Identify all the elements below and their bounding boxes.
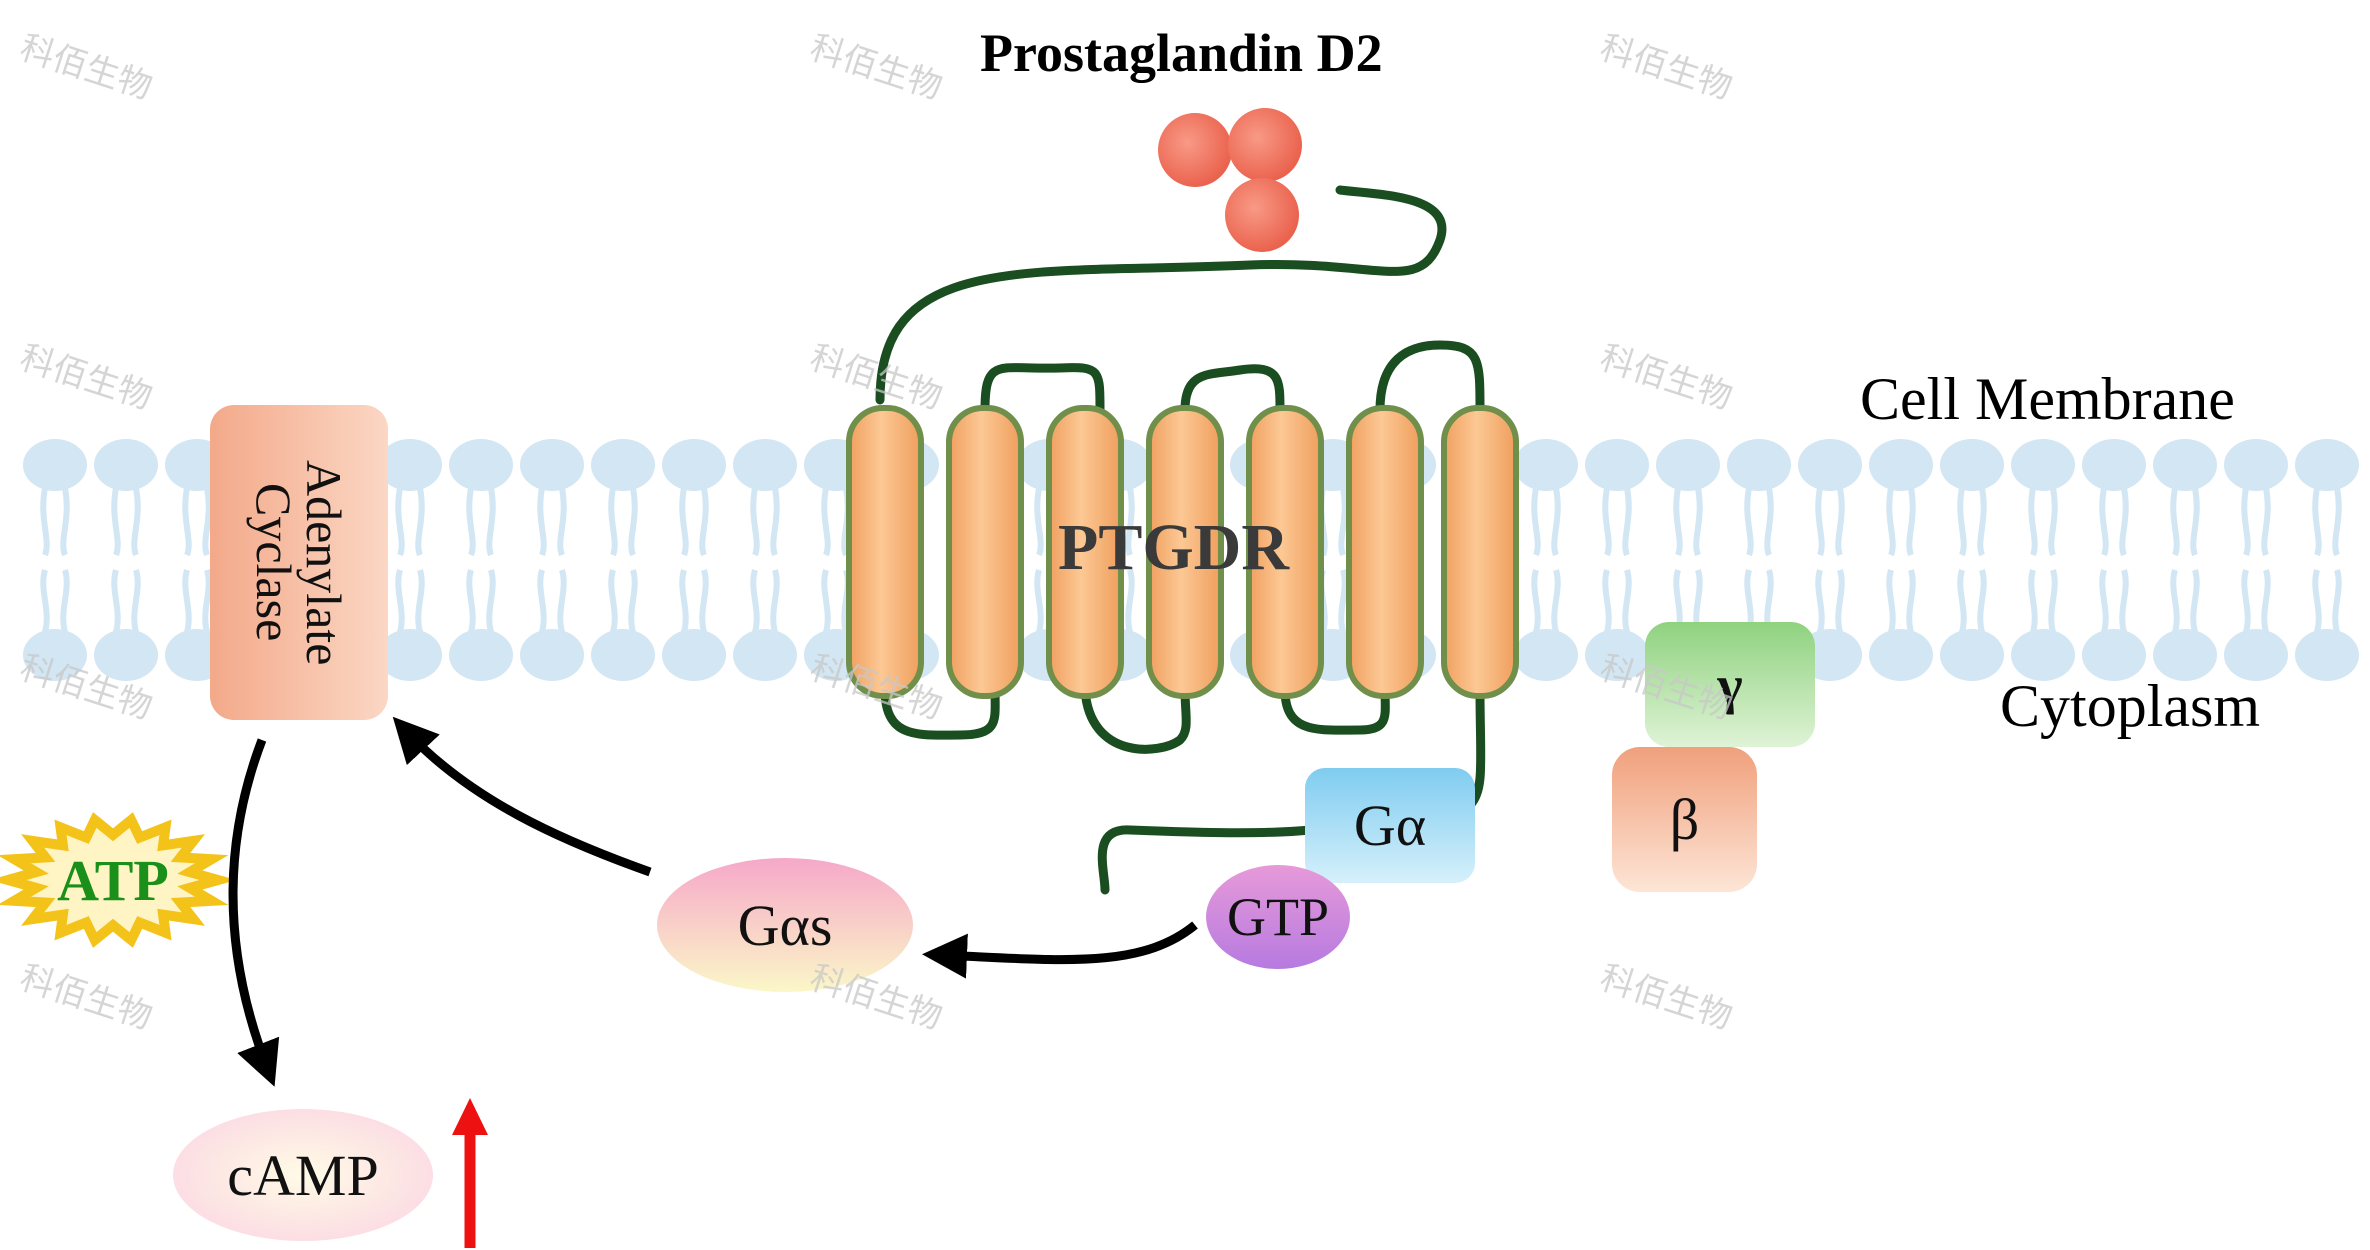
lipid-molecule bbox=[2153, 439, 2217, 681]
g-alpha-box bbox=[1305, 768, 1475, 883]
g-alpha-linker bbox=[1097, 825, 1315, 895]
lipid-molecule bbox=[591, 439, 655, 681]
extracellular-loop-1 bbox=[980, 363, 1105, 415]
lipid-molecule bbox=[733, 439, 797, 681]
transmembrane-helix-4 bbox=[1146, 405, 1224, 699]
transmembrane-helix-2 bbox=[946, 405, 1024, 699]
g-alpha-label: Gα bbox=[1353, 793, 1427, 858]
gtp-ellipse bbox=[1206, 865, 1350, 969]
lipid-molecule bbox=[1869, 439, 1933, 681]
gamma-label: γ bbox=[1717, 654, 1743, 715]
adenylate-cyclase-to-camp-arrow bbox=[228, 738, 280, 1087]
beta-subunit-box bbox=[1612, 747, 1757, 892]
gtp-to-gas-arrow bbox=[922, 921, 1198, 979]
ligand-molecule bbox=[1228, 108, 1302, 182]
gas-to-adenylate-cyclase-arrow bbox=[392, 716, 652, 877]
atp-starburst bbox=[0, 812, 237, 948]
transmembrane-helix-1 bbox=[846, 405, 924, 699]
transmembrane-helix-6 bbox=[1346, 405, 1424, 699]
extracellular-loop-2 bbox=[1180, 364, 1285, 415]
ligand-molecule bbox=[1158, 113, 1232, 187]
lipid-molecule bbox=[449, 439, 513, 681]
arrows bbox=[228, 716, 1198, 1087]
lipid-molecule bbox=[2082, 439, 2146, 681]
lipid-molecule bbox=[1585, 439, 1649, 681]
camp-label: cAMP bbox=[227, 1142, 379, 1208]
title-prostaglandin-d2: Prostaglandin D2 bbox=[980, 23, 1383, 83]
atp-label: ATP bbox=[57, 847, 169, 913]
receptor-loops bbox=[875, 185, 1486, 895]
cytoplasm-label: Cytoplasm bbox=[2000, 673, 2261, 739]
adenylate-cyclase-label: Adenylate Cyclase bbox=[246, 459, 352, 666]
camp-ellipse bbox=[173, 1109, 433, 1241]
intracellular-loop-1 bbox=[880, 685, 1000, 740]
transmembrane-helix-7 bbox=[1441, 405, 1519, 699]
gamma-subunit-box bbox=[1645, 622, 1815, 747]
receptor-helices bbox=[846, 405, 1519, 699]
cell-membrane-label: Cell Membrane bbox=[1860, 366, 2235, 432]
lipid-molecule bbox=[94, 439, 158, 681]
n-terminal-loop bbox=[875, 185, 1447, 405]
ligand-molecule bbox=[1225, 178, 1299, 252]
lipid-molecule bbox=[662, 439, 726, 681]
lipid-molecule bbox=[1514, 439, 1578, 681]
intracellular-loop-2 bbox=[1080, 685, 1191, 754]
beta-label: β bbox=[1669, 787, 1700, 852]
extracellular-loop-3 bbox=[1375, 340, 1485, 415]
prostaglandin-molecules bbox=[1158, 108, 1302, 252]
intracellular-loop-3 bbox=[1280, 685, 1390, 735]
transmembrane-helix-3 bbox=[1046, 405, 1124, 699]
adenylate-cyclase-box bbox=[210, 405, 388, 720]
lipid-molecule bbox=[2224, 439, 2288, 681]
lipid-molecule bbox=[378, 439, 442, 681]
lipid-molecule bbox=[2295, 439, 2359, 681]
g-alpha-s-label: Gαs bbox=[737, 892, 833, 958]
lipid-molecule bbox=[2011, 439, 2075, 681]
gtp-label: GTP bbox=[1226, 887, 1329, 947]
transmembrane-helix-5 bbox=[1246, 405, 1324, 699]
receptor-label: PTGDR bbox=[1058, 511, 1289, 584]
lipid-molecule bbox=[1940, 439, 2004, 681]
lipid-molecule bbox=[520, 439, 584, 681]
camp-increase-arrow bbox=[452, 1098, 488, 1248]
g-alpha-s-ellipse bbox=[657, 858, 913, 992]
lipid-molecule bbox=[23, 439, 87, 681]
